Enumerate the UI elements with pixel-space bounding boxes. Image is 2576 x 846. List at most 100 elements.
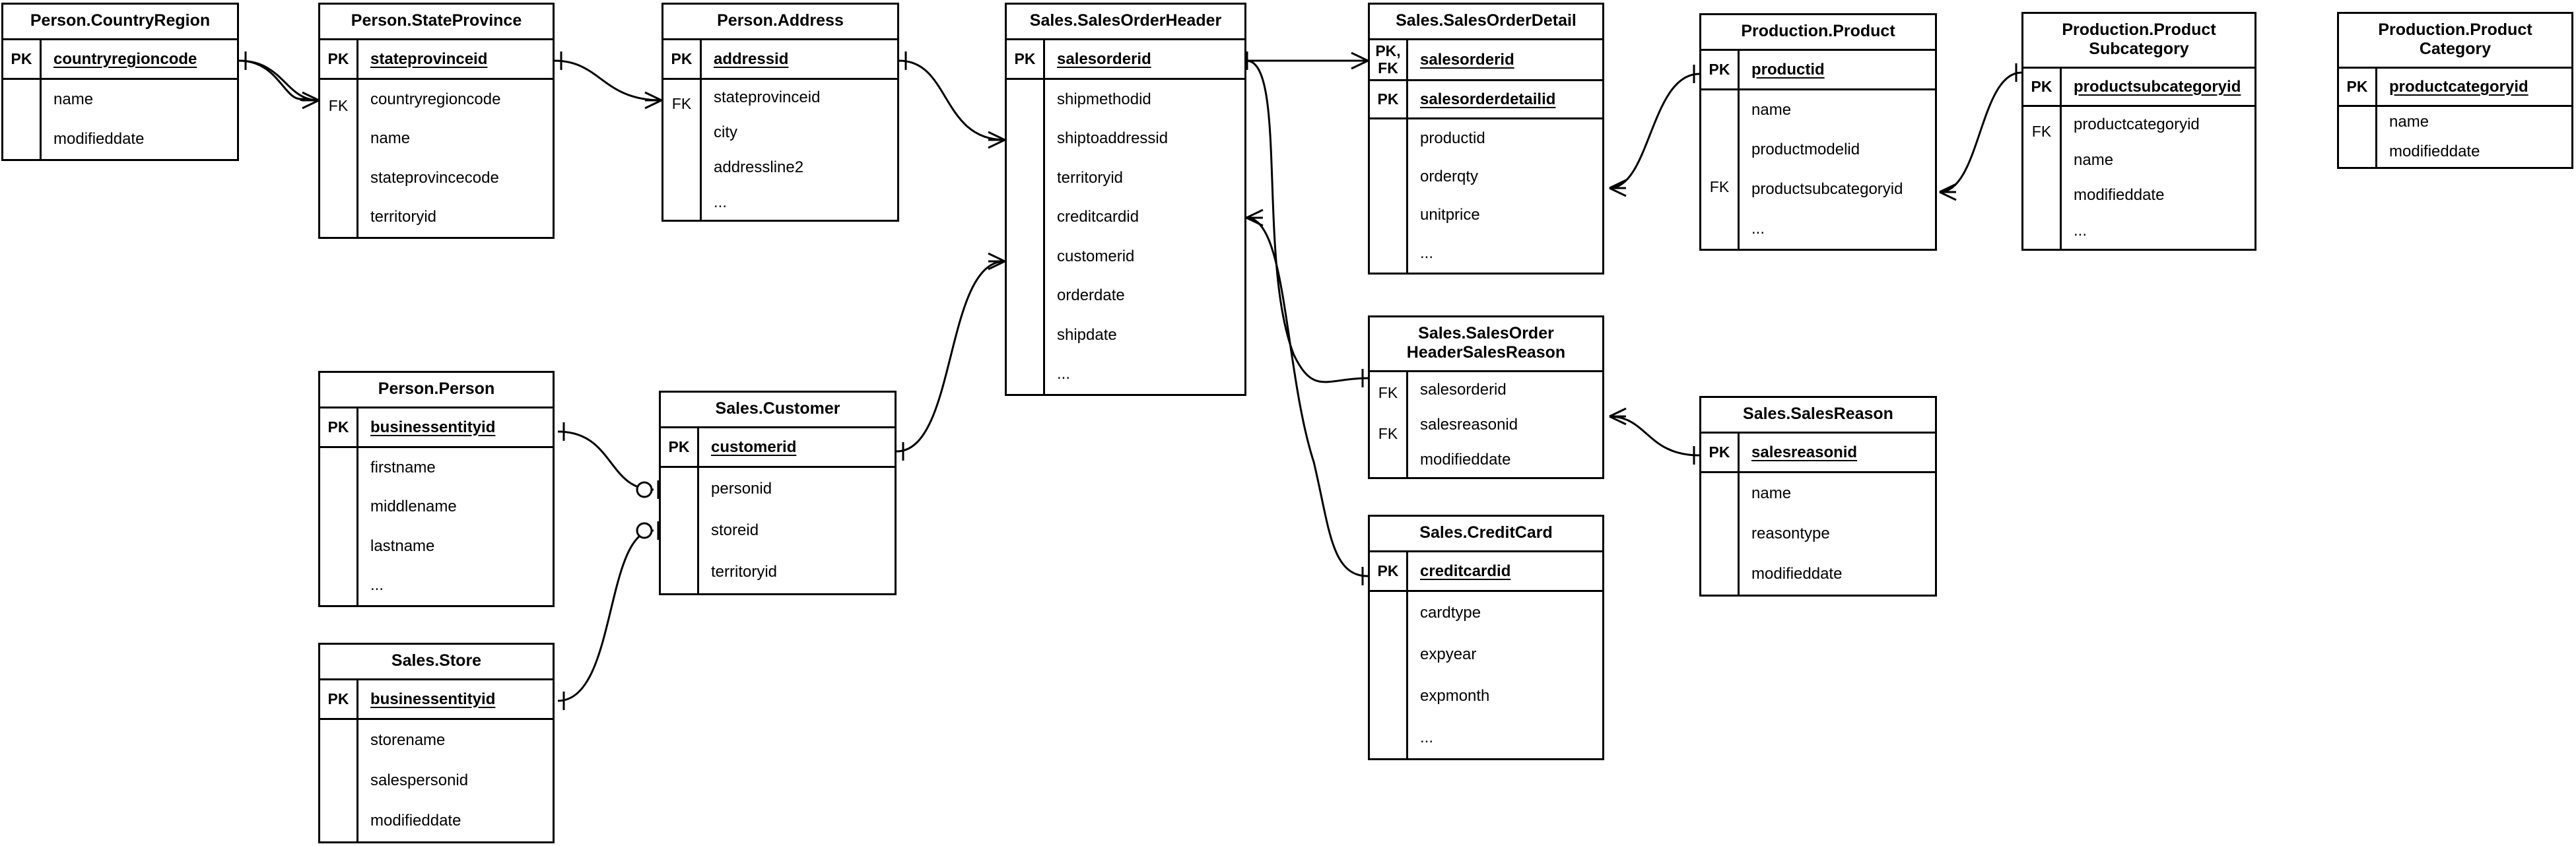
entity-person-address[interactable]: Person.Address PK addressid FK stateprov… — [661, 3, 899, 222]
key-tag-empty — [1701, 125, 1738, 160]
attribute-row: ... — [2062, 213, 2254, 249]
field-name: salespersonid — [370, 771, 469, 789]
key-row: PK businessentityid — [320, 408, 553, 448]
key-row: PK salesreasonid — [1701, 434, 1935, 473]
field-name: reasontype — [1751, 524, 1830, 542]
key-tag: PK — [320, 40, 358, 78]
attribute-row: name — [1740, 90, 1935, 130]
field-name: customerid — [1057, 247, 1135, 265]
attribute-section: name modifieddate — [3, 80, 237, 159]
field-name: salesreasonid — [1751, 443, 1858, 461]
field-name: territoryid — [370, 208, 437, 226]
field-name: salesreasonid — [1420, 415, 1518, 434]
entity-production-productsubcategory[interactable]: Production.Product Subcategory PK produc… — [2021, 12, 2256, 251]
field-name: city — [714, 123, 737, 141]
attribute-row: firstname — [358, 448, 553, 488]
entity-person-stateprovince[interactable]: Person.StateProvince PK stateprovinceid … — [318, 3, 555, 239]
attribute-row: stateprovinceid — [702, 80, 897, 115]
connector-salesorderheader-to-salesorderheadersalesreason — [1246, 59, 1369, 387]
key-tag-empty — [1701, 90, 1738, 125]
field-name: name — [1751, 101, 1792, 119]
attribute-row: stateprovincecode — [358, 158, 553, 198]
attribute-section: productid orderqty unitprice ... — [1370, 119, 1602, 273]
connector-stateprovince-to-address — [554, 51, 662, 110]
field-name: modifieddate — [1751, 565, 1843, 583]
key-tag-column: FK — [663, 80, 702, 220]
crowsfoot-icon — [1609, 407, 1627, 426]
key-tag: FK — [1378, 424, 1398, 442]
key-row: PK productid — [1701, 51, 1935, 90]
attribute-row: addressline2 — [702, 150, 897, 185]
entity-production-productcategory[interactable]: Production.Product Category PK productca… — [2337, 12, 2573, 169]
crowsfoot-icon — [1246, 209, 1264, 227]
entity-person-person[interactable]: Person.Person PK businessentityid firstn… — [318, 371, 555, 607]
field-name: modifieddate — [2389, 143, 2480, 161]
field-name: salesorderid — [1420, 380, 1507, 399]
entity-sales-salesorderheader[interactable]: Sales.SalesOrderHeader PK salesorderid s… — [1005, 3, 1246, 396]
attribute-row: ... — [1408, 717, 1602, 758]
field-name: productcategoryid — [2074, 115, 2200, 133]
key-tag-empty — [320, 202, 356, 237]
attribute-row: name — [42, 80, 237, 119]
key-tag: PK — [320, 680, 358, 718]
connector-person-to-customer — [557, 422, 660, 499]
field-name: ... — [370, 576, 384, 595]
field-name: salesorderid — [1420, 50, 1514, 69]
entity-sales-creditcard[interactable]: Sales.CreditCard PK creditcardid cardtyp… — [1368, 515, 1604, 760]
field-name: orderdate — [1057, 286, 1125, 305]
attribute-row: creditcardid — [1045, 198, 1244, 238]
entity-sales-salesorderheadersalesreason[interactable]: Sales.SalesOrder HeaderSalesReason FK FK… — [1368, 315, 1604, 479]
entity-title: Sales.Store — [320, 645, 553, 680]
key-tag: PK — [3, 40, 42, 78]
entity-sales-customer[interactable]: Sales.Customer PK customerid personid st… — [659, 391, 897, 595]
key-row: PK businessentityid — [320, 680, 553, 720]
key-row: PK countryregioncode — [3, 40, 237, 80]
key-tag: FK — [2031, 122, 2052, 140]
field-name: addressline2 — [714, 158, 804, 176]
field-name: productid — [1420, 129, 1485, 147]
attribute-section: FK countryregioncode name stateprovincec… — [320, 80, 553, 237]
attribute-row: modifieddate — [2377, 137, 2571, 168]
attribute-section: FK productcategoryid name modifieddate — [2023, 107, 2254, 249]
entity-title: Production.Product Subcategory — [2023, 14, 2254, 69]
key-row: PK salesorderdetailid — [1370, 81, 1602, 119]
key-tag: PK — [1701, 51, 1740, 88]
key-tag-empty — [1370, 454, 1406, 477]
field-name: shiptoaddressid — [1057, 129, 1169, 148]
attribute-row: modifieddate — [42, 119, 237, 159]
key-tag-empty — [2023, 187, 2060, 218]
key-tag-empty — [663, 189, 700, 220]
field-name: name — [2074, 150, 2114, 169]
attribute-section: name reasontype modifieddate — [1701, 473, 1935, 595]
key-tag: PK — [1370, 552, 1408, 590]
key-tag: FK — [1709, 178, 1730, 196]
key-tag-empty — [2023, 218, 2060, 249]
entity-sales-store[interactable]: Sales.Store PK businessentityid storenam… — [318, 643, 555, 843]
entity-production-product[interactable]: Production.Product PK productid FK name — [1699, 13, 1937, 251]
attribute-row: countryregioncode — [358, 80, 553, 119]
key-tag-empty — [1370, 592, 1408, 758]
key-tag-empty — [320, 168, 356, 203]
key-tag: PK — [663, 40, 702, 78]
attribute-row: reasontype — [1740, 513, 1935, 554]
attribute-row: orderdate — [1045, 277, 1244, 316]
key-tag-column: FK FK — [1370, 372, 1408, 477]
crowsfoot-icon — [988, 131, 1005, 149]
key-row: PK productsubcategoryid — [2023, 69, 2254, 107]
entity-title: Person.Address — [663, 5, 897, 40]
field-name: name — [370, 129, 411, 148]
attribute-row: lastname — [358, 527, 553, 566]
key-tag-empty — [1701, 214, 1738, 249]
attribute-row: ... — [702, 185, 897, 220]
field-name: creditcardid — [1057, 208, 1139, 226]
key-row: PK salesorderid — [1007, 40, 1244, 80]
entity-person-countryregion[interactable]: Person.CountryRegion PK countryregioncod… — [1, 3, 239, 161]
attribute-row: modifieddate — [1740, 554, 1935, 595]
entity-title: Person.CountryRegion — [3, 5, 237, 40]
attribute-row: middlename — [358, 488, 553, 527]
field-name: middlename — [370, 498, 457, 516]
crowsfoot-icon — [1351, 51, 1369, 70]
entity-sales-salesorderdetail[interactable]: Sales.SalesOrderDetail PK, FK salesorder… — [1368, 3, 1604, 275]
entity-sales-salesreason[interactable]: Sales.SalesReason PK salesreasonid name … — [1699, 396, 1937, 597]
field-name: orderqty — [1420, 168, 1479, 185]
